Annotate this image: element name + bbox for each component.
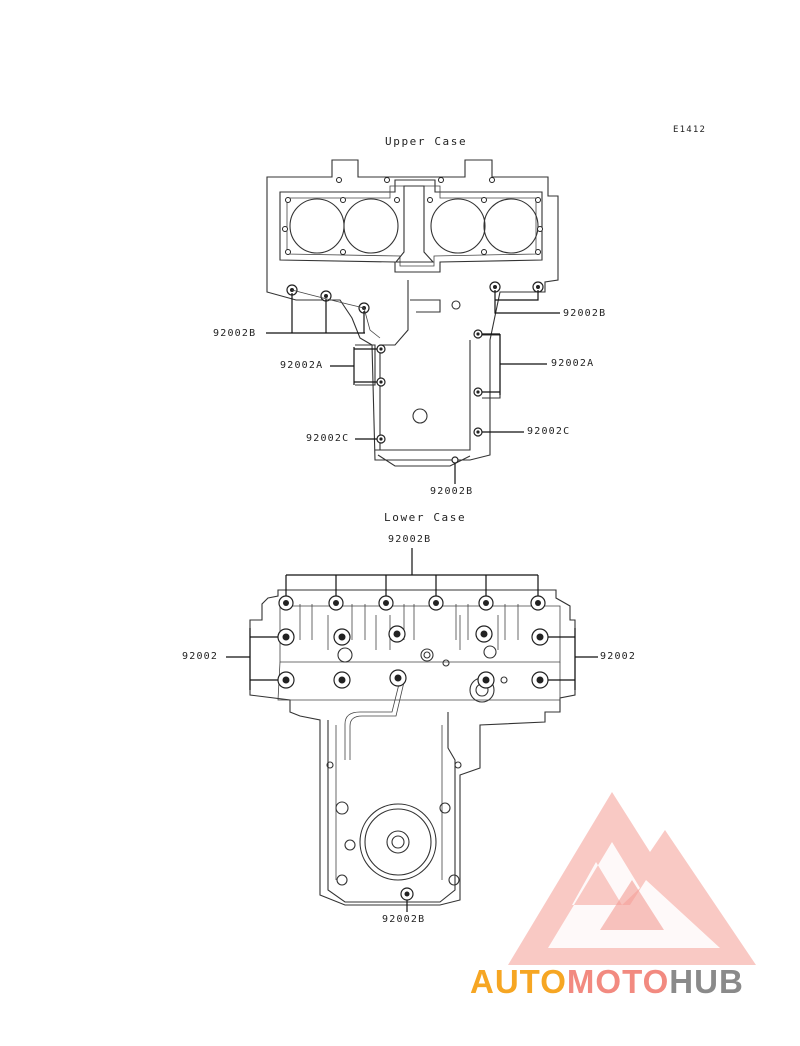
watermark-logo-icon (508, 792, 756, 965)
callout-lower-right-92002: 92002 (600, 651, 637, 662)
lower-case-title: Lower Case (384, 511, 467, 524)
watermark-part-auto: AUTO (470, 963, 567, 1000)
callout-lower-top-92002b: 92002B (388, 534, 432, 545)
upper-case-drawing (266, 159, 560, 484)
figure-code: E1412 (673, 125, 707, 135)
upper-case-title: Upper Case (385, 135, 468, 148)
callout-upper-left-92002c: 92002C (306, 433, 350, 444)
watermark-part-moto: MOTO (566, 963, 670, 1000)
callout-upper-right-92002c: 92002C (527, 426, 571, 437)
lower-case-drawing (226, 548, 598, 912)
watermark-text: AUTOMOTOHUB (470, 962, 744, 1002)
callout-lower-left-92002: 92002 (182, 651, 219, 662)
callout-upper-right-92002a: 92002A (551, 358, 595, 369)
watermark-part-hub: HUB (669, 963, 744, 1000)
callout-upper-bottom-92002b: 92002B (430, 486, 474, 497)
callout-upper-left-92002b: 92002B (213, 328, 257, 339)
callout-lower-bottom-92002b: 92002B (382, 914, 426, 925)
callout-upper-right-92002b: 92002B (563, 308, 607, 319)
callout-upper-left-92002a: 92002A (280, 360, 324, 371)
